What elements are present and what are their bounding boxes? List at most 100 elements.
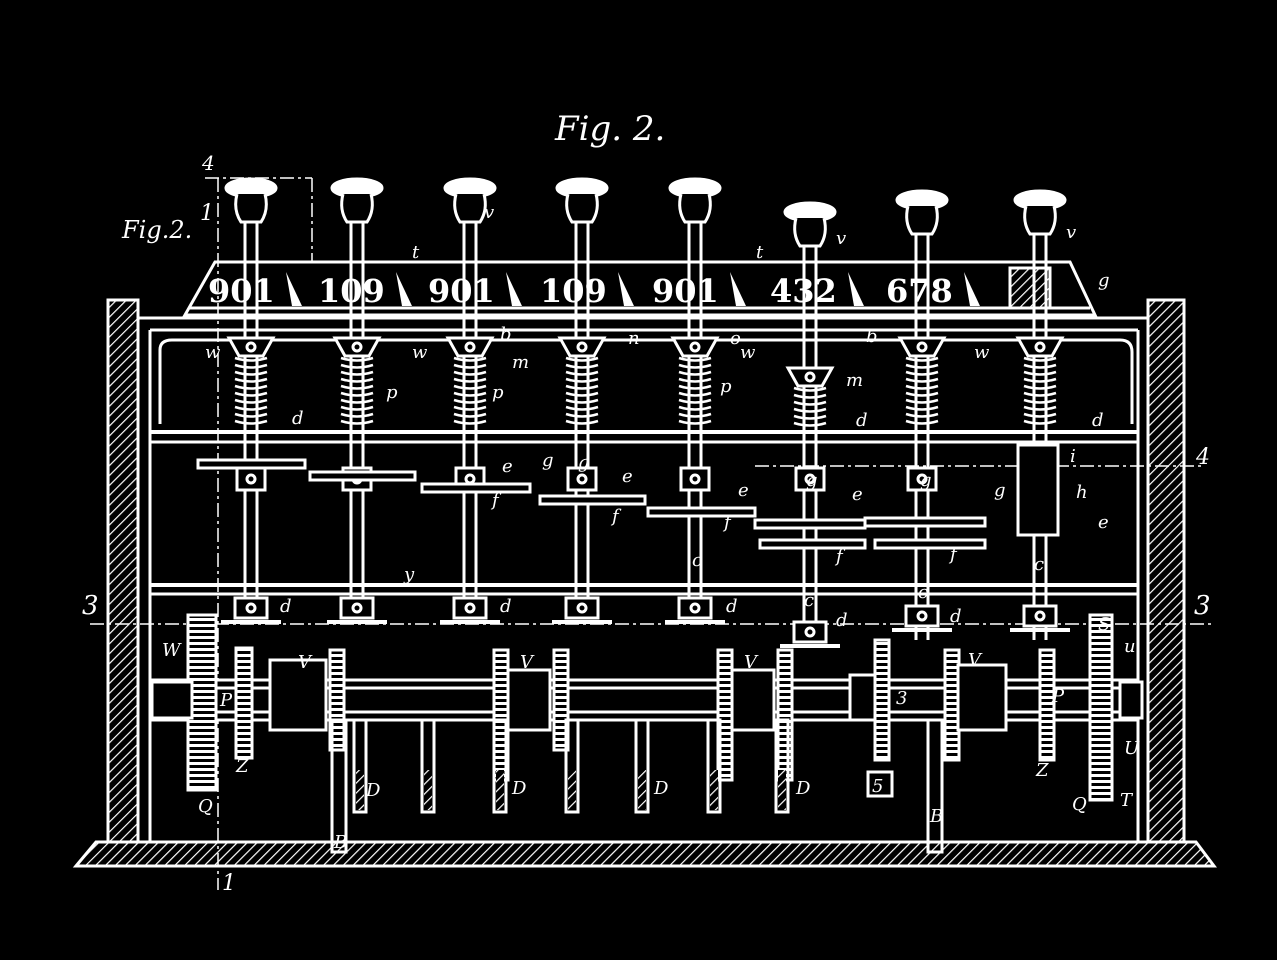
ref-letter-d: d: [292, 408, 304, 429]
gear-bar: [753, 518, 867, 530]
ref-letter-d: d: [856, 410, 868, 431]
ref-letter-w: w: [205, 342, 221, 363]
ref-letter-e: e: [622, 466, 633, 487]
ref-letter-f: f: [610, 506, 622, 527]
ref-letter-o: o: [730, 328, 741, 349]
ref-letter-p: p: [720, 376, 732, 397]
plate-d: [706, 718, 722, 814]
dial-plate: [182, 260, 1098, 317]
ref-letter-t: t: [756, 242, 764, 263]
ref-letter-g: g: [1098, 270, 1110, 291]
section-mark-left_3: 3: [82, 591, 99, 621]
ref-letter-b: b: [866, 326, 878, 347]
ref-letter-v: v: [836, 228, 846, 249]
ref-letter-P: P: [1051, 686, 1065, 707]
plate-d: [492, 718, 508, 814]
ref-letter-Q: Q: [1072, 794, 1087, 815]
key-column: [892, 189, 952, 640]
ref-letter-m: m: [512, 352, 529, 373]
ref-letter-3: 3: [896, 688, 907, 709]
ref-letter-B: B: [929, 806, 943, 827]
ref-letter-V: V: [744, 652, 759, 673]
ref-letter-d: d: [726, 596, 738, 617]
ref-letter-c: c: [918, 582, 928, 603]
plate-d: [352, 718, 368, 814]
ref-letter-D: D: [365, 780, 381, 801]
ref-letter-Z: Z: [1035, 760, 1049, 781]
dial-number: 109: [540, 272, 607, 310]
ref-letter-w: w: [412, 342, 428, 363]
gear-bar: [420, 482, 532, 494]
ref-letter-p: p: [386, 382, 398, 403]
ref-letter-d: d: [500, 596, 512, 617]
ref-letter-D: D: [653, 778, 669, 799]
ref-letter-c: c: [1034, 554, 1044, 575]
gear-bar: [758, 538, 867, 550]
ref-letter-Q: Q: [198, 796, 213, 817]
ref-letter-u: u: [1124, 636, 1136, 657]
ref-letter-b: b: [500, 324, 512, 345]
key-column: [1010, 189, 1070, 640]
box-5: [866, 770, 894, 798]
dial-number: 901: [652, 272, 719, 310]
d-plates: [330, 718, 944, 854]
key-column: [665, 177, 725, 624]
dial-pointer: [506, 272, 522, 306]
key-column: [440, 177, 500, 624]
key-column: [780, 201, 840, 648]
gear-bar: [873, 538, 987, 550]
gear-bar: [308, 470, 417, 482]
ref-letter-T: T: [1120, 790, 1134, 811]
dial-pointer: [618, 272, 634, 306]
section-mark-right_4: 4: [1195, 445, 1210, 470]
section-mark-top_4: 4: [201, 151, 215, 175]
post-b: [926, 718, 944, 854]
ref-letter-e: e: [738, 480, 749, 501]
dial-number: 109: [318, 272, 385, 310]
ref-letter-U: U: [1124, 738, 1140, 759]
ref-letter-g: g: [806, 470, 818, 491]
ref-letter-d: d: [1092, 410, 1104, 431]
side-figure-label: Fig.2.: [121, 216, 192, 244]
ref-letter-p: p: [492, 382, 504, 403]
ref-letter-y: y: [403, 564, 415, 585]
ref-letter-i: i: [1070, 446, 1076, 467]
ref-letter-S: S: [1098, 614, 1110, 635]
key-column: [552, 177, 612, 624]
figure-title: Fig. 2.: [554, 109, 665, 149]
ref-letter-v: v: [484, 202, 494, 223]
ref-letter-P: P: [219, 690, 233, 711]
ref-letter-d: d: [836, 610, 848, 631]
ref-letter-h: h: [1076, 482, 1088, 503]
ref-letter-v: v: [1066, 222, 1076, 243]
section-mark-box_5: 5: [872, 776, 883, 797]
dial-pointer: [396, 272, 412, 306]
key-column: [221, 177, 281, 624]
dial-pointer: [286, 272, 302, 306]
ref-letter-e: e: [852, 484, 863, 505]
ref-letter-n: n: [628, 328, 640, 349]
section-mark-bottom_1: 1: [222, 871, 236, 896]
ref-letter-c: c: [692, 550, 702, 571]
section-mark-top_1: 1: [200, 201, 214, 226]
ref-letter-e: e: [502, 456, 513, 477]
gear-bar: [863, 516, 987, 528]
gear-bar: [538, 494, 647, 506]
plate-d: [634, 718, 650, 814]
ref-letter-W: W: [162, 640, 182, 661]
key-columns: [221, 177, 1070, 648]
dial-number: 901: [208, 272, 275, 310]
gear-bars: [196, 443, 1060, 550]
dial-pointer: [730, 272, 746, 306]
plate-d: [564, 718, 580, 814]
ref-letter-V: V: [968, 650, 983, 671]
ref-letter-V: V: [520, 652, 535, 673]
dial-pointer: [964, 272, 980, 306]
ref-letter-g: g: [994, 480, 1006, 501]
ref-letter-w: w: [740, 342, 756, 363]
plate-d: [420, 718, 436, 814]
sleeve-h: [1016, 443, 1060, 537]
ref-letter-t: t: [412, 242, 420, 263]
